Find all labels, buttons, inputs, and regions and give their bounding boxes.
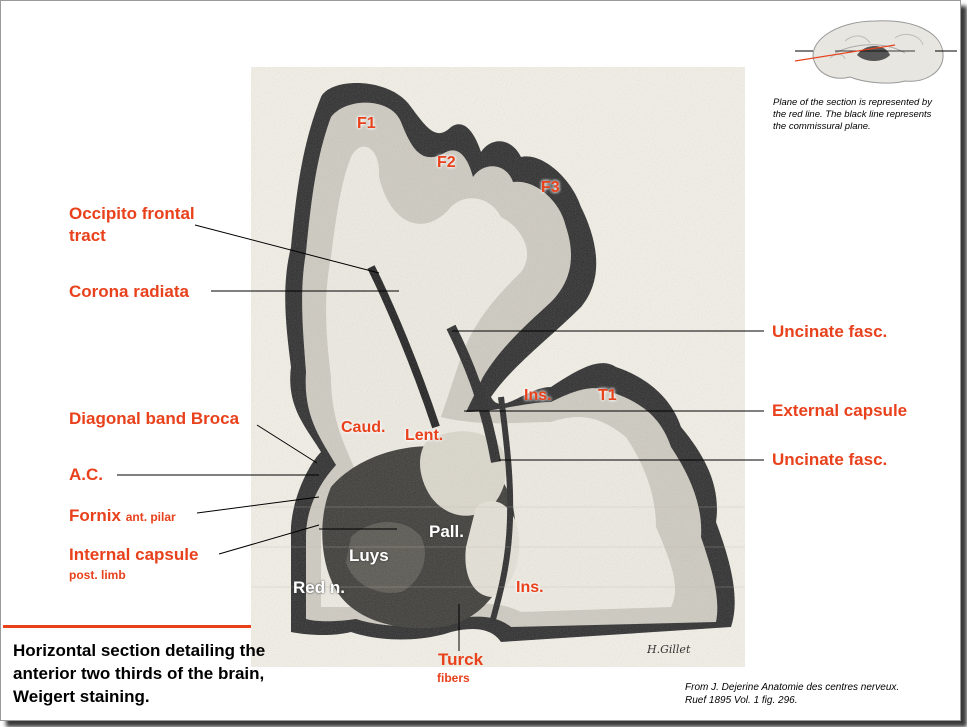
label-external-capsule: External capsule (772, 401, 908, 420)
artist-signature: H.Gillet (647, 643, 691, 656)
label-fornix: Fornix ant. pilar (69, 505, 176, 528)
label-corona-radiata: Corona radiata (69, 282, 189, 301)
label-f1: F1 (357, 115, 376, 132)
label-turck: Turck (438, 650, 484, 669)
figure-caption: Horizontal section detailing the anterio… (13, 641, 266, 706)
plane-note-line3: the commissural plane. (773, 121, 871, 132)
label-occipito-frontal-tract: Occipito frontal tract (69, 203, 195, 247)
source-credit: From J. Dejerine Anatomie des centres ne… (685, 681, 899, 707)
label-anterior-commissure: A.C. (69, 465, 103, 484)
label-fornix-sub: ant. pilar (125, 510, 176, 524)
label-uncinate-fasciculus-lower: Uncinate fasc. (772, 450, 888, 469)
plane-note-line1: Plane of the section is represented by (773, 97, 932, 108)
label-internal-capsule: Internal capsule (69, 545, 199, 564)
label-occipito-frontal-line1: Occipito frontal (69, 204, 195, 223)
brain-section-illustration (251, 67, 745, 667)
source-credit-line2: Ruef 1895 Vol. 1 fig. 296. (685, 695, 798, 706)
label-internal-capsule-sub: post. limb (69, 568, 126, 582)
section-plane-thumbnail (795, 13, 957, 91)
label-red-nucleus: Red n. (293, 578, 345, 597)
source-credit-line1: From J. Dejerine Anatomie des centres ne… (685, 682, 900, 693)
label-insula-upper: Ins. (524, 387, 552, 404)
label-occipito-frontal-line2: tract (69, 226, 106, 245)
label-lenticular: Lent. (405, 427, 444, 444)
label-luys: Luys (349, 546, 389, 565)
plane-note: Plane of the section is represented by t… (773, 97, 932, 133)
label-f2: F2 (437, 154, 456, 171)
label-f3: F3 (541, 179, 560, 196)
label-caudate: Caud. (341, 419, 386, 436)
label-turck-sub: fibers (437, 671, 470, 685)
label-insula-lower: Ins. (516, 579, 544, 596)
label-diagonal-band-broca: Diagonal band Broca (69, 409, 240, 428)
label-fornix-text: Fornix (69, 506, 121, 525)
label-pallidum: Pall. (429, 522, 464, 541)
label-t1: T1 (598, 387, 617, 404)
plane-note-line2: the red line. The black line represents (773, 109, 932, 120)
label-uncinate-fasciculus-upper: Uncinate fasc. (772, 322, 888, 341)
caption-accent-bar (3, 625, 251, 628)
